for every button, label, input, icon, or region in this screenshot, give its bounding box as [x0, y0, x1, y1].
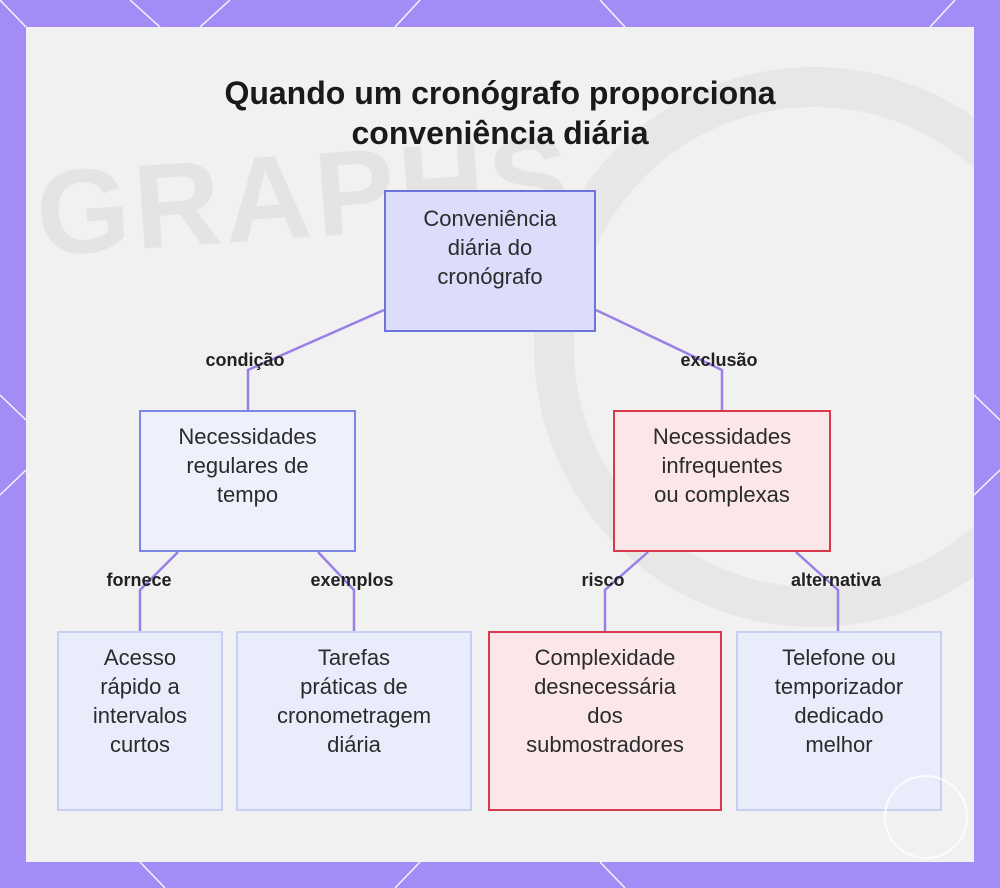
- node-infrequent-needs-line: Necessidades: [652, 424, 792, 449]
- edge-label-condicao: condição: [205, 350, 285, 370]
- node-regular-needs-line: Necessidades: [178, 424, 317, 449]
- edge-label-fornece: fornece: [106, 570, 172, 590]
- node-quick-access: Acesso rápido a intervalos curtos: [57, 631, 223, 811]
- node-practical-tasks-line: práticas de: [300, 674, 408, 699]
- node-subdial-complexity-line: dos: [587, 703, 623, 728]
- node-practical-tasks: Tarefas práticas de cronometragem diária: [236, 631, 472, 811]
- node-subdial-complexity-line: submostradores: [526, 732, 684, 757]
- title-line-2: conveniência diária: [351, 115, 649, 151]
- node-subdial-complexity-line: desnecessária: [534, 674, 676, 699]
- node-phone-timer-line: dedicado: [794, 703, 884, 728]
- node-subdial-complexity: Complexidade desnecessária dos submostra…: [488, 631, 722, 811]
- edge-label-exclusao: exclusão: [680, 350, 758, 370]
- node-regular-needs: Necessidades regulares de tempo: [139, 410, 356, 552]
- node-practical-tasks-line: diária: [327, 732, 381, 757]
- node-infrequent-needs: Necessidades infrequentes ou complexas: [613, 410, 831, 552]
- node-root: Conveniência diária do cronógrafo: [384, 190, 596, 332]
- node-practical-tasks-line: cronometragem: [276, 703, 432, 728]
- edge-right-leaf3: [603, 551, 649, 631]
- node-infrequent-needs-line: infrequentes: [661, 453, 783, 478]
- node-phone-timer: Telefone ou temporizador dedicado melhor: [736, 631, 942, 811]
- edge-label-alternativa: alternativa: [790, 570, 882, 590]
- edge-left-leaf2: [317, 551, 356, 631]
- node-phone-timer-line: Telefone ou: [782, 645, 896, 670]
- edge-root-left: [246, 308, 385, 410]
- title-line-1: Quando um cronógrafo proporciona: [224, 75, 776, 111]
- node-quick-access-line: Acesso: [103, 645, 177, 670]
- node-phone-timer-line: melhor: [805, 732, 873, 757]
- edge-root-right: [595, 308, 724, 410]
- node-practical-tasks-line: Tarefas: [317, 645, 391, 670]
- node-regular-needs-line: tempo: [216, 482, 279, 507]
- diagram-title: Quando um cronógrafo proporciona conveni…: [0, 73, 1000, 153]
- edge-right-leaf4: [795, 551, 840, 631]
- edge-left-leaf1: [138, 551, 179, 631]
- watch-emblem-icon: [884, 775, 968, 859]
- edge-label-risco: risco: [581, 570, 625, 590]
- edge-label-exemplos: exemplos: [310, 570, 394, 590]
- node-root-line: Conveniência: [423, 206, 557, 231]
- node-subdial-complexity-line: Complexidade: [534, 645, 676, 670]
- node-root-line: diária do: [447, 235, 533, 260]
- node-quick-access-line: rápido a: [100, 674, 180, 699]
- node-phone-timer-line: temporizador: [774, 674, 904, 699]
- node-quick-access-line: curtos: [110, 732, 170, 757]
- node-quick-access-line: intervalos: [92, 703, 188, 728]
- node-infrequent-needs-line: ou complexas: [654, 482, 790, 507]
- node-root-line: cronógrafo: [437, 264, 543, 289]
- node-regular-needs-line: regulares de: [186, 453, 309, 478]
